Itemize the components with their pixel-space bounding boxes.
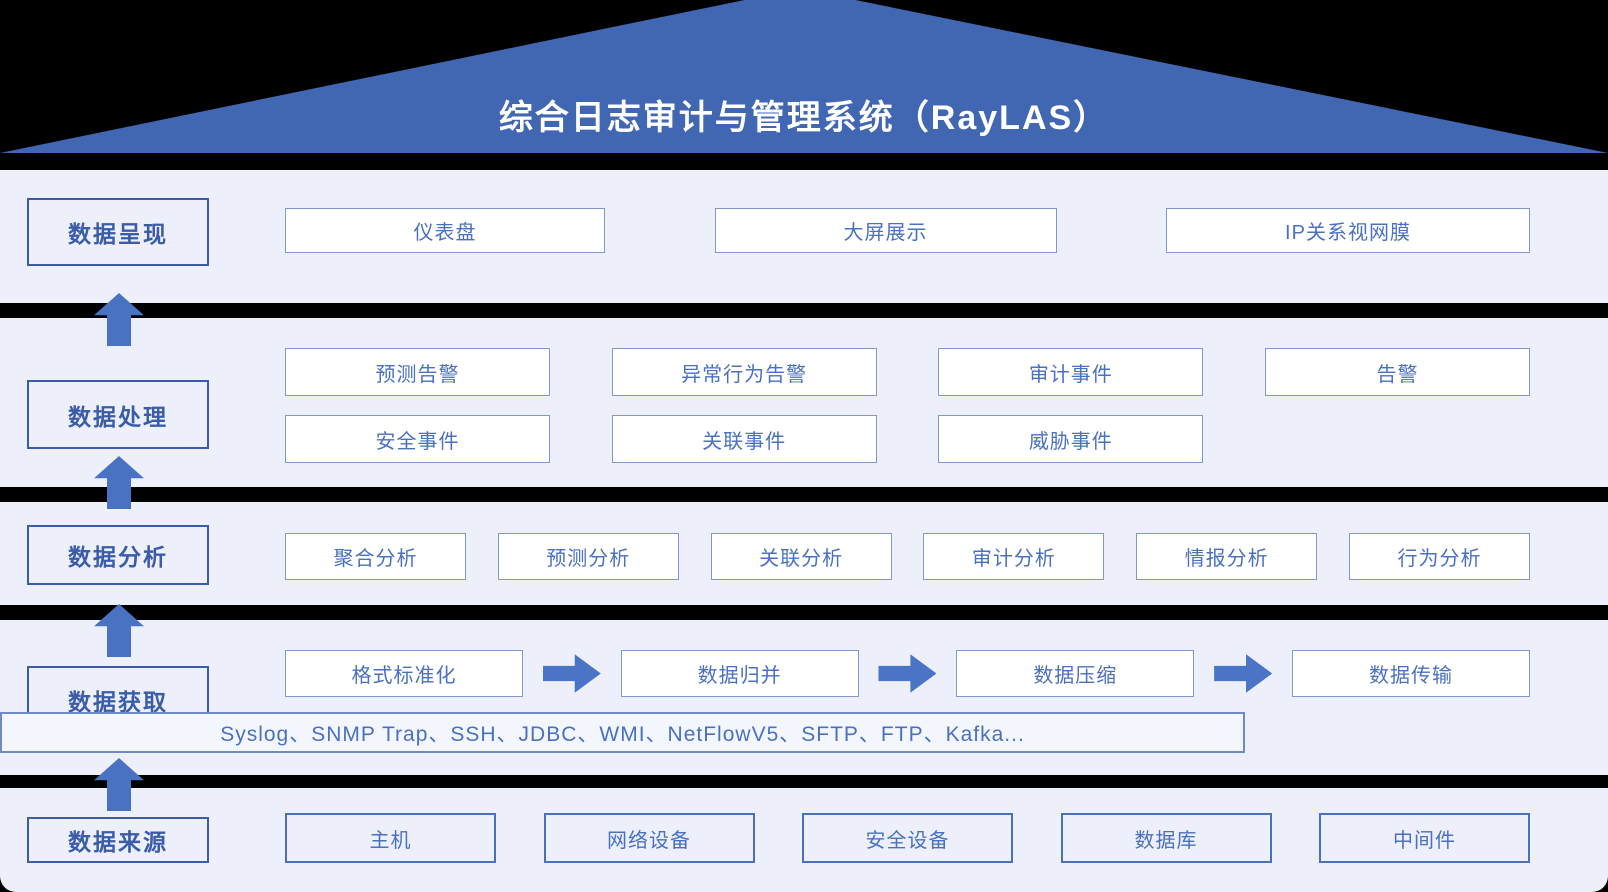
box-audit-analysis: 审计分析: [923, 533, 1105, 580]
box-dashboard: 仪表盘: [285, 208, 605, 253]
flow-right-arrow-icon: [1214, 654, 1273, 693]
layer-label-text: 数据获取: [68, 689, 168, 715]
box-security-device: 安全设备: [802, 813, 1013, 863]
box-format-normalize: 格式标准化: [285, 650, 523, 697]
box-intel-analysis: 情报分析: [1136, 533, 1318, 580]
layer-label-analysis: 数据分析: [27, 525, 209, 585]
box-data-merge: 数据归并: [620, 650, 859, 697]
box-data-compress: 数据压缩: [956, 650, 1195, 697]
box-behavior-analysis: 行为分析: [1348, 533, 1530, 580]
protocol-bar: Syslog、SNMP Trap、SSH、JDBC、WMI、NetFlowV5、…: [0, 712, 1245, 753]
box-security-event: 安全事件: [285, 415, 550, 463]
analysis-boxes: 聚合分析 预测分析 关联分析 审计分析 情报分析 行为分析: [285, 533, 1530, 580]
box-abnormal-behavior-alert: 异常行为告警: [611, 348, 877, 396]
box-predict-alert: 预测告警: [285, 348, 550, 396]
box-middleware: 中间件: [1319, 813, 1530, 863]
layer-presentation: 数据呈现 仪表盘 大屏展示 IP关系视网膜: [0, 170, 1608, 303]
box-big-screen: 大屏展示: [714, 208, 1057, 253]
layer-acquisition: 数据获取 格式标准化 数据归并 数据压缩 数据传输 Syslog、SNMP Tr…: [0, 620, 1608, 775]
layer-label-sources: 数据来源: [27, 817, 209, 863]
flow-right-arrow-icon: [878, 654, 937, 693]
source-boxes: 主机 网络设备 安全设备 数据库 中间件: [285, 813, 1530, 863]
presentation-boxes: 仪表盘 大屏展示 IP关系视网膜: [285, 208, 1530, 253]
layer-label-presentation: 数据呈现: [27, 198, 209, 266]
box-alert: 告警: [1264, 348, 1530, 396]
box-threat-event: 威胁事件: [938, 415, 1204, 463]
system-title: 综合日志审计与管理系统（RayLAS）: [498, 99, 1110, 137]
box-database: 数据库: [1060, 813, 1272, 863]
box-data-transfer: 数据传输: [1291, 650, 1530, 697]
box-audit-event: 审计事件: [938, 348, 1204, 396]
layer-label-text: 数据来源: [68, 829, 168, 855]
flow-right-arrow-icon: [542, 654, 601, 693]
box-ip-relation: IP关系视网膜: [1166, 208, 1530, 253]
layer-label-text: 数据分析: [68, 544, 168, 570]
layer-processing: 数据处理 预测告警 异常行为告警 审计事件 告警 安全事件 关联事件 威胁事件: [0, 318, 1608, 487]
box-host: 主机: [285, 813, 496, 863]
box-correlation-analysis: 关联分析: [710, 533, 892, 580]
box-network-device: 网络设备: [543, 813, 755, 863]
box-correlation-event: 关联事件: [611, 415, 877, 463]
box-predict-analysis: 预测分析: [497, 533, 679, 580]
layer-label-text: 数据呈现: [68, 221, 168, 247]
box-aggregate-analysis: 聚合分析: [285, 533, 466, 580]
processing-boxes: 预测告警 异常行为告警 审计事件 告警 安全事件 关联事件 威胁事件: [285, 348, 1530, 463]
acquisition-flow: 格式标准化 数据归并 数据压缩 数据传输: [285, 650, 1530, 697]
layer-label-processing: 数据处理: [27, 380, 209, 449]
layer-label-text: 数据处理: [68, 403, 168, 430]
layer-sources: 数据来源 主机 网络设备 安全设备 数据库 中间件: [0, 788, 1608, 892]
layer-analysis: 数据分析 聚合分析 预测分析 关联分析 审计分析 情报分析 行为分析: [0, 502, 1608, 605]
